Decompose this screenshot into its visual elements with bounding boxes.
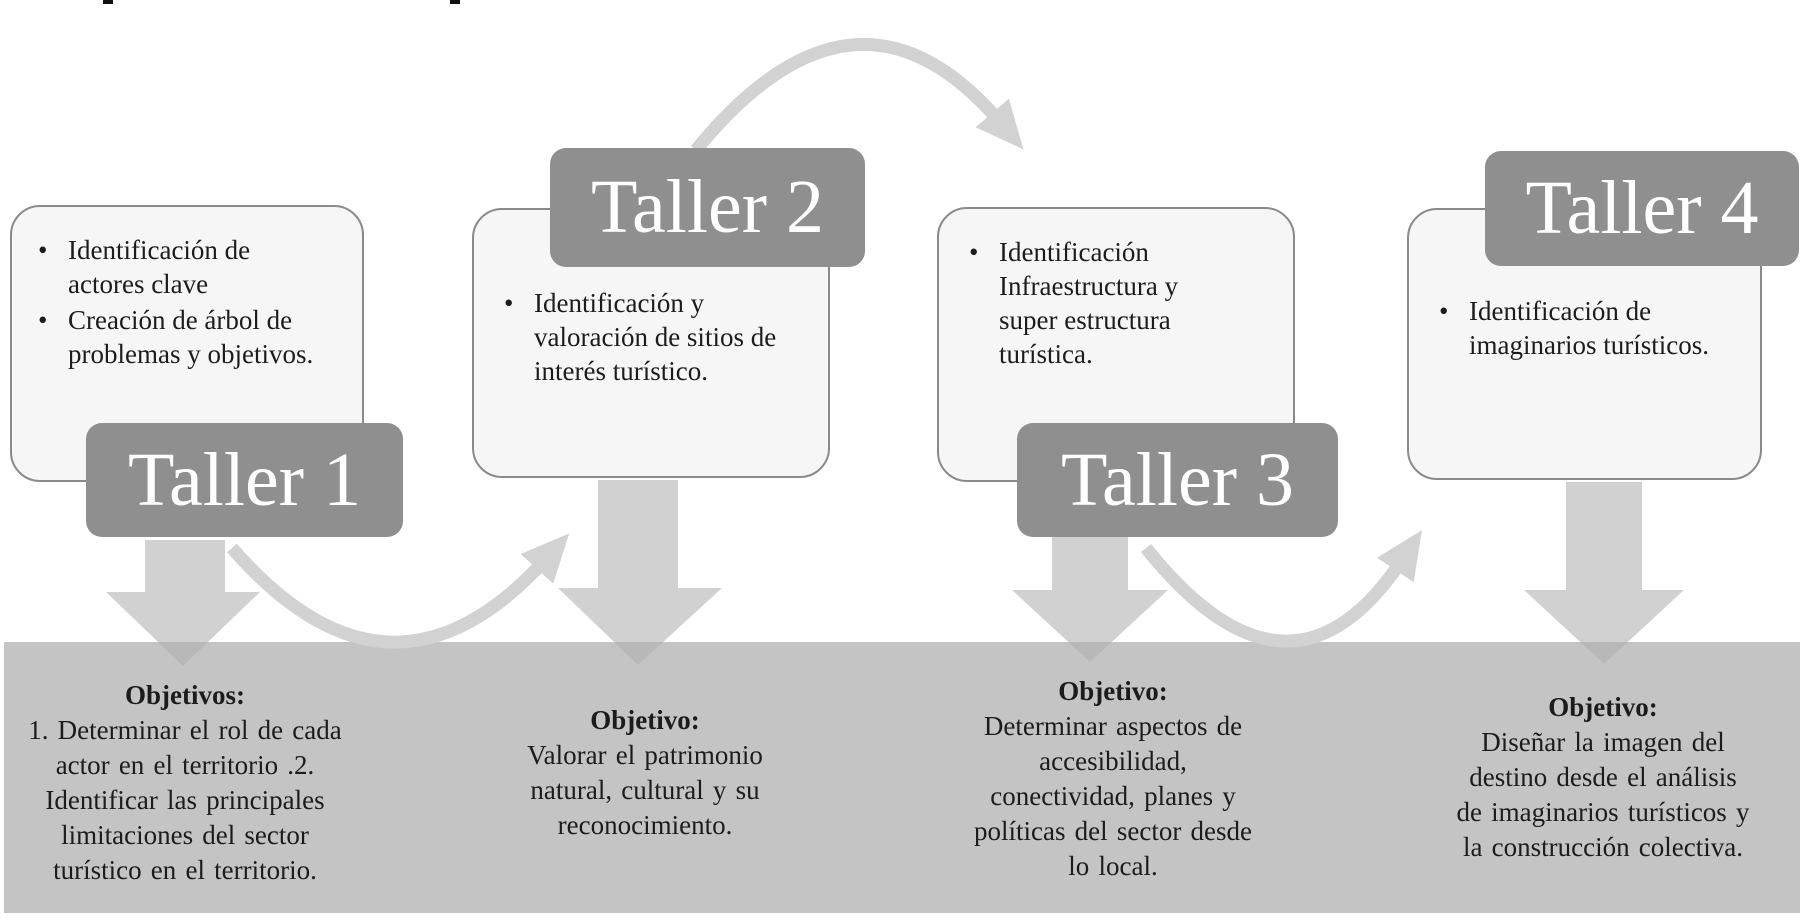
bullet-icon: •	[38, 235, 48, 265]
objective-block-1: Objetivos: 1. Determinar el rol de cada …	[20, 678, 350, 888]
down-arrow-taller4	[1524, 482, 1684, 664]
bullet-text: Identificación Infraestructura y super e…	[999, 237, 1179, 369]
list-item: • Creación de árbol de problemas y objet…	[38, 303, 362, 371]
bullet-list: • Identificación de imaginarios turístic…	[1409, 210, 1760, 362]
curved-arrow-taller1-to-taller2	[227, 533, 570, 649]
bullet-icon: •	[1439, 296, 1449, 326]
objective-block-2: Objetivo: Valorar el patrimonio natural,…	[520, 703, 770, 843]
objective-text: Diseñar la imagen del destino desde el a…	[1456, 727, 1750, 862]
badge-taller-2: Taller 2	[550, 148, 865, 267]
list-item: • Identificación de imaginarios turístic…	[1439, 294, 1760, 362]
down-arrow-taller1	[106, 540, 260, 666]
bullet-text: Identificación y valoración de sitios de…	[534, 288, 777, 386]
list-item: • Identificación y valoración de sitios …	[504, 286, 828, 388]
bullet-text: Creación de árbol de problemas y objetiv…	[68, 305, 314, 369]
objective-text: 1. Determinar el rol de cada actor en el…	[28, 715, 342, 885]
badge-taller-3: Taller 3	[1017, 423, 1338, 537]
bullet-icon: •	[504, 288, 514, 318]
list-item: • Identificación de actores clave	[38, 233, 362, 301]
objective-heading: Objetivo:	[1058, 676, 1168, 706]
down-arrow-taller3	[1012, 537, 1168, 662]
down-arrow-taller2	[558, 480, 722, 665]
bullet-list: • Identificación Infraestructura y super…	[939, 209, 1293, 371]
list-item: • Identificación Infraestructura y super…	[969, 235, 1293, 371]
bullet-text: Identificación de actores clave	[68, 235, 251, 299]
badge-taller-4: Taller 4	[1485, 151, 1799, 266]
badge-taller-1: Taller 1	[86, 423, 403, 537]
objective-heading: Objetivo:	[590, 705, 700, 735]
objective-text: Valorar el patrimonio natural, cultural …	[527, 740, 763, 840]
objective-heading: Objetivo:	[1548, 692, 1658, 722]
objectives-band	[4, 642, 1800, 913]
bullet-list: • Identificación y valoración de sitios …	[474, 210, 828, 388]
crop-artifact	[450, 0, 460, 4]
bullet-icon: •	[38, 305, 48, 335]
objective-text: Determinar aspectos de accesibilidad, co…	[974, 711, 1252, 881]
bullet-icon: •	[969, 237, 979, 267]
objective-block-4: Objetivo: Diseñar la imagen del destino …	[1453, 690, 1753, 865]
curved-arrow-taller2-to-taller3	[690, 38, 1024, 155]
bullet-list: • Identificación de actores clave • Crea…	[12, 207, 362, 371]
bullet-text: Identificación de imaginarios turísticos…	[1469, 296, 1709, 360]
objective-block-3: Objetivo: Determinar aspectos de accesib…	[963, 674, 1263, 884]
crop-artifact	[103, 0, 113, 4]
objective-heading: Objetivos:	[125, 680, 245, 710]
curved-arrow-taller3-to-taller4	[1140, 530, 1422, 648]
